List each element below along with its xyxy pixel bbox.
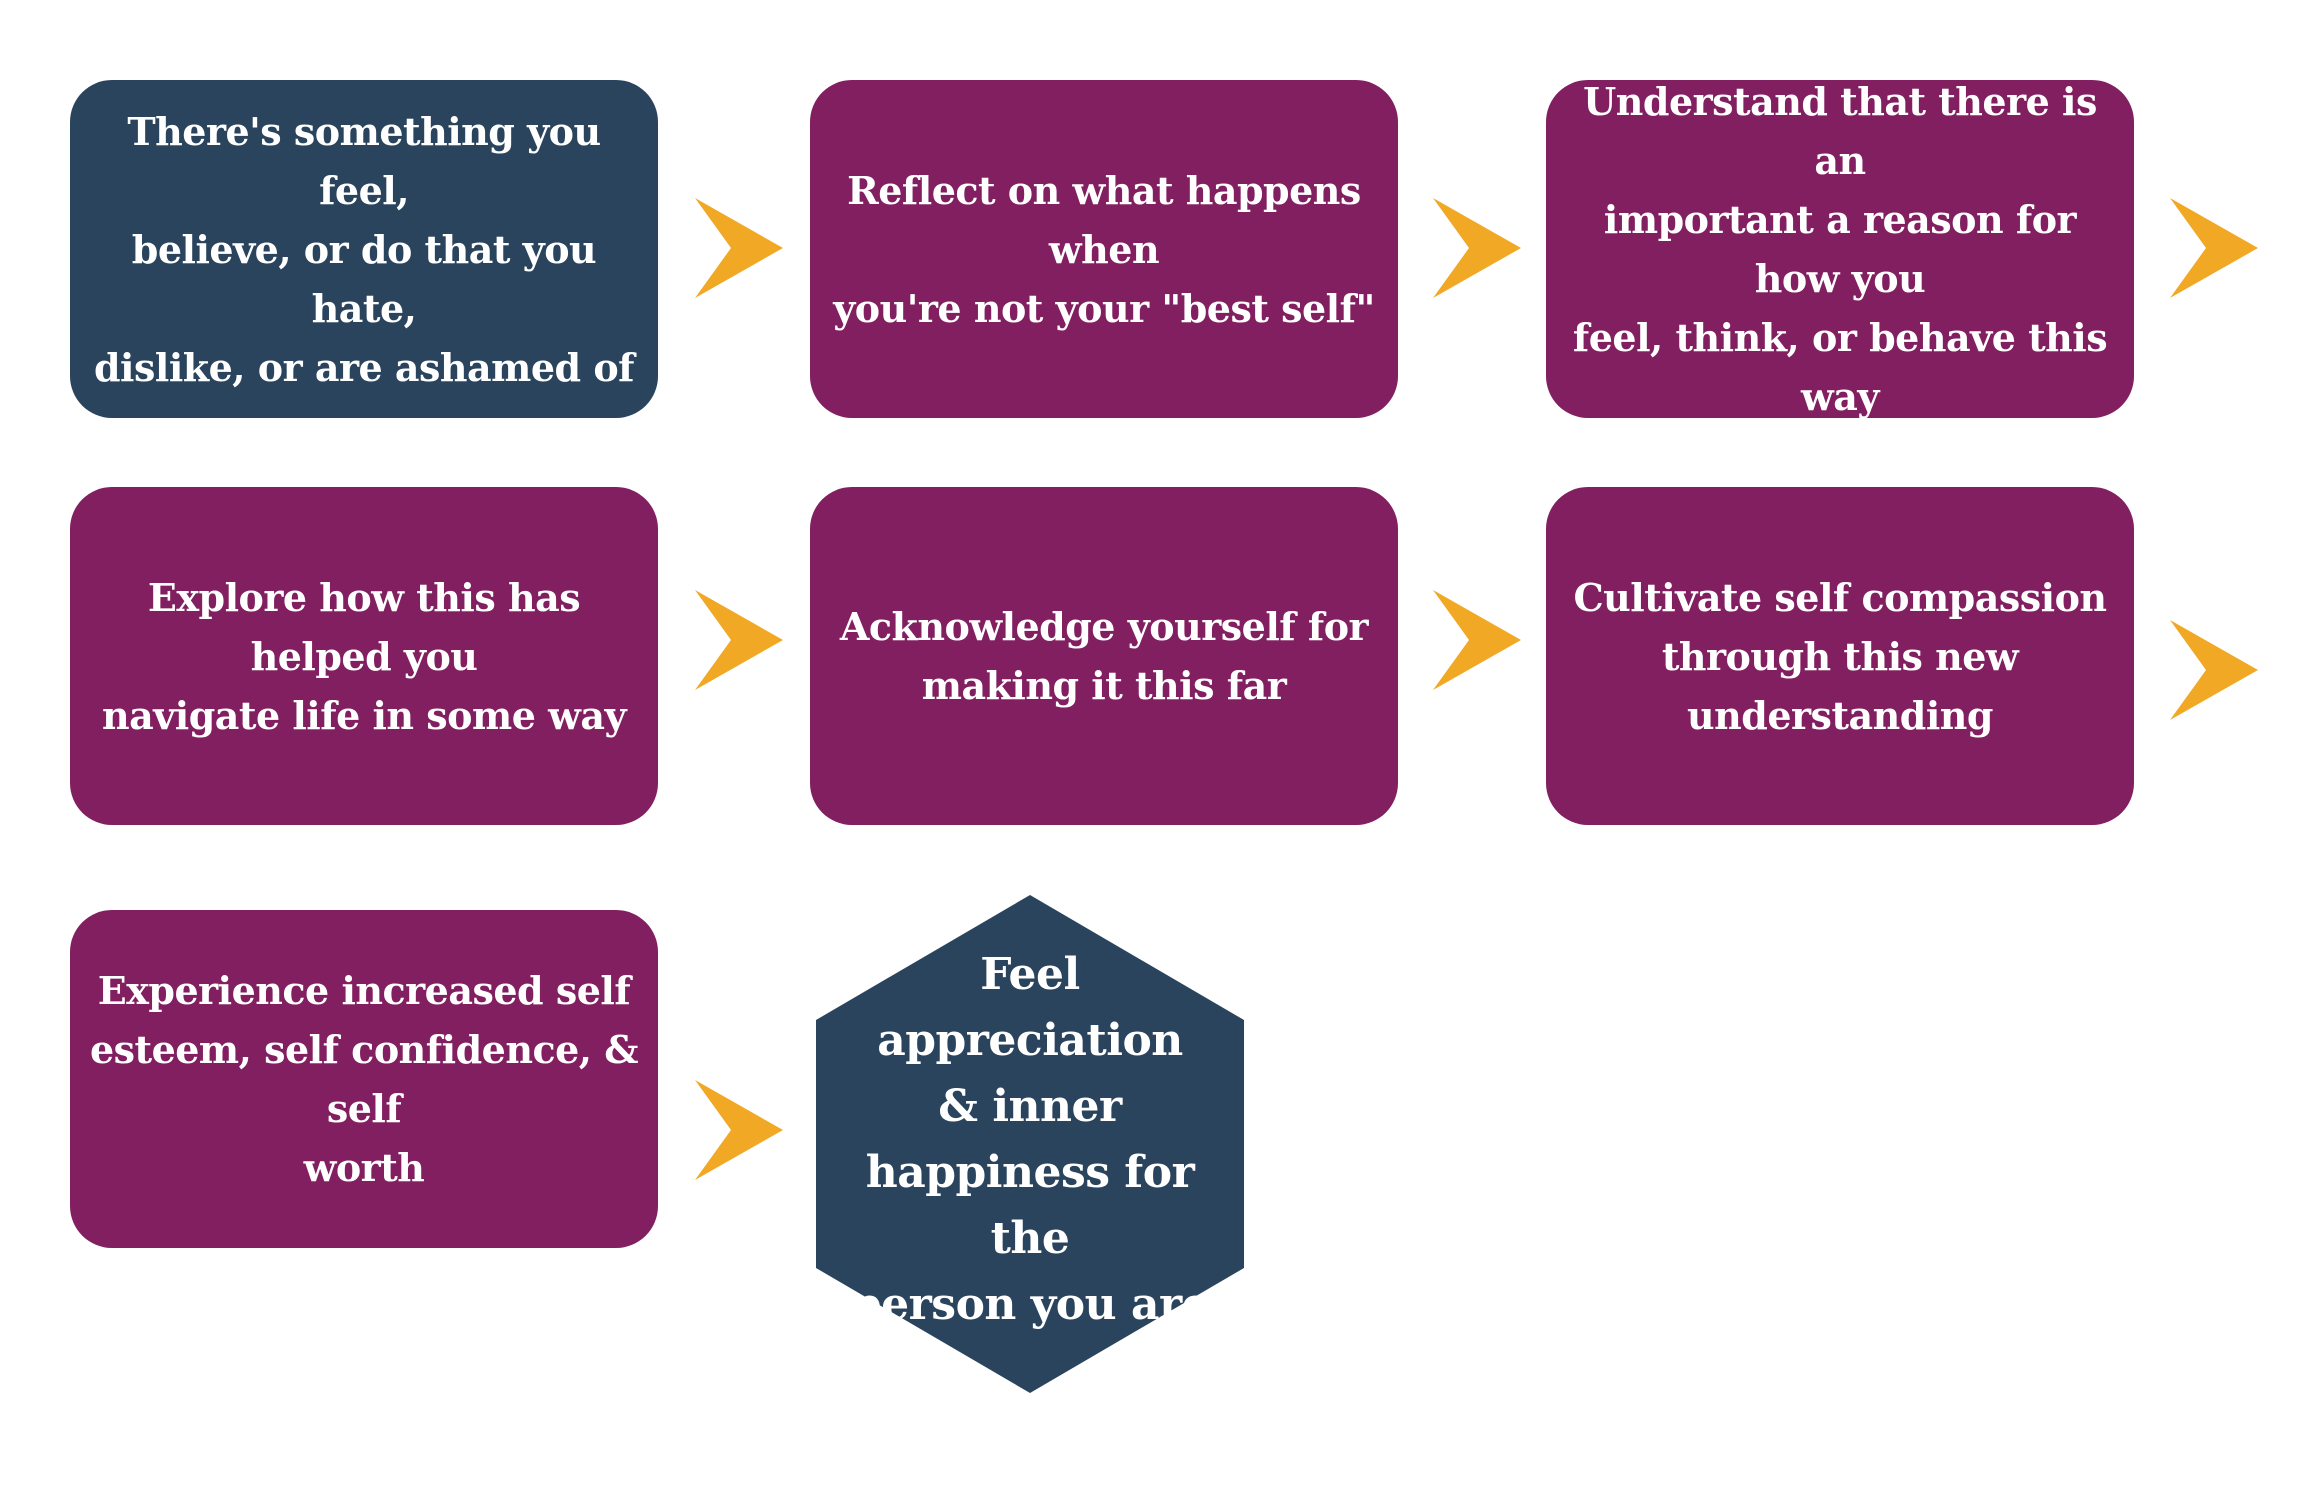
step-2-box: Reflect on what happens when you're not … <box>810 80 1398 418</box>
step-1-box: There's something you feel, believe, or … <box>70 80 658 418</box>
step-3-box: Understand that there is an important a … <box>1546 79 2134 419</box>
arrow-icon <box>695 1080 783 1180</box>
arrow-icon <box>695 590 783 690</box>
step-4-text: Explore how this has helped you navigate… <box>101 574 627 738</box>
step-6-text: Cultivate self compassion through this n… <box>1573 574 2107 738</box>
step-5-text: Acknowledge yourself for making it this … <box>839 604 1369 708</box>
arrow-icon <box>2170 198 2258 298</box>
step-2-text: Reflect on what happens when you're not … <box>833 167 1375 331</box>
arrow-icon <box>1433 590 1521 690</box>
step-3-text: Understand that there is an important a … <box>1572 79 2108 419</box>
step-1-text: There's something you feel, believe, or … <box>93 108 635 390</box>
arrow-icon <box>2170 620 2258 720</box>
final-hexagon <box>816 895 1244 1393</box>
arrow-icon <box>695 198 783 298</box>
arrow-icon <box>1433 198 1521 298</box>
step-6-box: Cultivate self compassion through this n… <box>1546 487 2134 825</box>
step-5-box: Acknowledge yourself for making it this … <box>810 487 1398 825</box>
step-4-box: Explore how this has helped you navigate… <box>70 487 658 825</box>
step-7-box: Experience increased self esteem, self c… <box>70 910 658 1248</box>
final-hexagon-text: Feel appreciation & inner happiness for … <box>851 949 1210 1330</box>
step-7-text: Experience increased self esteem, self c… <box>89 968 639 1190</box>
